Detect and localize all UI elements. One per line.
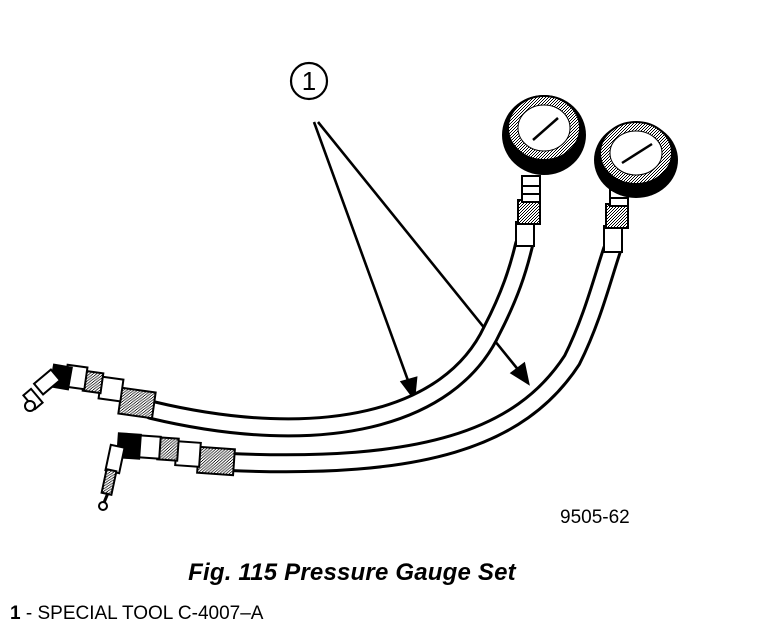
gauge-left-fitting [515,175,541,247]
hose-b [220,240,622,474]
coupler-upper-stem [21,368,62,412]
gauge-left-dial [502,95,586,175]
coupler-lower-stem [98,443,126,511]
gauge-left-needle [532,117,559,141]
leader-arrows [312,121,530,402]
legend-number: 1 [10,603,21,624]
figure-code: 9505-62 [560,507,630,528]
pressure-gauge-left [502,95,586,247]
arrowhead-2 [509,361,530,386]
gauge-right-dial [594,121,678,198]
legend: 1 - SPECIAL TOOL C-4007–A [10,603,263,625]
hose-a-outline [142,235,534,438]
callout-1: 1 [289,61,329,101]
leader-line-1 [312,121,412,387]
figure-caption: Fig. 115 Pressure Gauge Set [188,559,516,586]
legend-label: SPECIAL TOOL C-4007–A [37,603,264,624]
callout-circle [289,61,329,101]
pressure-gauge-right [594,121,678,253]
hose-a [142,235,534,438]
legend-separator: - [20,603,38,624]
hose-a-body [145,238,531,435]
callout-number: 1 [302,66,316,96]
hose-b-body [223,243,619,471]
arrowhead-1 [399,376,418,402]
coupler-lower [98,432,236,511]
pressure-gauge-set-illustration: 1 [21,61,678,511]
gauge-right-needle [621,142,653,165]
coupler-upper [21,363,157,420]
